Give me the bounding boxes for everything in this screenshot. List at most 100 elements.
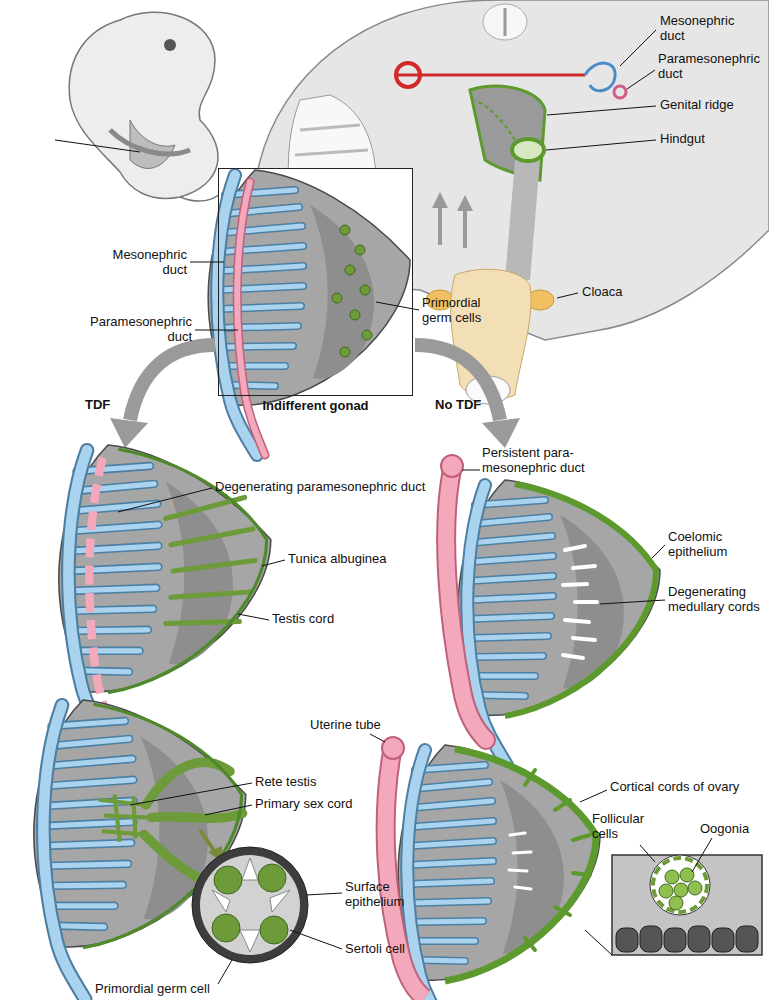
illustration-part bbox=[166, 498, 255, 624]
illustration-part bbox=[432, 192, 448, 208]
illustration-part bbox=[212, 914, 240, 942]
illustration-part bbox=[195, 330, 238, 331]
illustration-part bbox=[130, 120, 175, 168]
illustration-part bbox=[340, 347, 350, 357]
pathway-arrows bbox=[110, 345, 520, 448]
illustration-part bbox=[659, 868, 702, 910]
part-label: Paramesonephric duct bbox=[658, 52, 764, 82]
part-label: Uterine tube bbox=[310, 718, 381, 733]
illustration-part bbox=[218, 960, 232, 984]
illustration-part bbox=[659, 884, 673, 898]
part-label: Mesonephric duct bbox=[105, 248, 187, 278]
heading-label: Indifferent gonad bbox=[199, 398, 432, 413]
part-label: Cloaca bbox=[582, 285, 622, 300]
illustration-part bbox=[483, 4, 527, 40]
illustration-part bbox=[640, 845, 655, 862]
ovary-early-detail bbox=[505, 484, 656, 716]
illustration-part bbox=[350, 310, 360, 320]
illustration-part bbox=[110, 130, 190, 154]
illustration-part bbox=[600, 600, 665, 604]
indifferent-gonad-detail bbox=[237, 182, 372, 455]
part-label: Persistent para- mesonephric duct bbox=[482, 446, 590, 476]
illustration-part bbox=[692, 838, 712, 872]
illustration-part bbox=[505, 484, 656, 716]
illustration-part bbox=[620, 30, 656, 66]
illustration-part bbox=[509, 833, 531, 889]
illustration-part bbox=[482, 418, 520, 448]
leader-lines bbox=[118, 30, 712, 984]
part-label: Oogonia bbox=[700, 822, 749, 837]
pathway-label: No TDF bbox=[435, 398, 481, 413]
part-label: Surface epithelium bbox=[345, 880, 417, 910]
illustration-part bbox=[55, 140, 140, 152]
illustration-part bbox=[475, 100, 515, 140]
illustration-part bbox=[238, 614, 269, 620]
part-label: Paramesonephric duct bbox=[86, 315, 192, 345]
part-label: Coelomic epithelium bbox=[668, 530, 758, 560]
illustration-part bbox=[345, 265, 355, 275]
paramesonephric-duct bbox=[446, 470, 486, 740]
illustration-part bbox=[616, 928, 638, 952]
illustration-part bbox=[415, 345, 500, 420]
fimbria bbox=[382, 737, 404, 759]
illustration-part bbox=[340, 225, 350, 235]
illustration-part bbox=[237, 182, 265, 455]
pathway-label: TDF bbox=[85, 398, 110, 413]
illustration-part bbox=[445, 749, 596, 981]
ovary-late bbox=[398, 745, 600, 1000]
illustration-part bbox=[614, 86, 626, 98]
part-label: Tunica albuginea bbox=[288, 552, 387, 567]
illustration-part bbox=[360, 285, 370, 295]
illustration-part bbox=[214, 866, 242, 894]
inset-frame: Indifferent gonad bbox=[218, 168, 413, 396]
illustration-part bbox=[712, 928, 734, 952]
illustration-part bbox=[362, 330, 372, 340]
part-label: Cortical cords of ovary bbox=[610, 780, 739, 795]
part-label: Primordial germ cells bbox=[422, 296, 497, 326]
sex-cord-section bbox=[192, 847, 308, 963]
paramesonephric-duct bbox=[446, 470, 486, 740]
illustration-part bbox=[457, 195, 473, 211]
illustration-part bbox=[665, 870, 679, 884]
testis-late bbox=[34, 700, 246, 999]
part-label: Sertoli cell bbox=[345, 942, 405, 957]
illustration-part bbox=[164, 39, 176, 51]
illustration-part bbox=[258, 864, 286, 892]
embryo-sketch bbox=[55, 12, 225, 201]
part-label: Primordial germ cell bbox=[95, 982, 210, 997]
ovary-early bbox=[458, 480, 660, 765]
fimbria bbox=[441, 455, 463, 477]
illustration-part bbox=[736, 926, 758, 952]
illustration-part bbox=[674, 883, 688, 897]
illustration-part bbox=[69, 12, 218, 198]
illustration-part bbox=[664, 928, 686, 952]
illustration-part bbox=[212, 858, 290, 952]
illustration-part bbox=[260, 916, 288, 944]
illustration-part bbox=[118, 488, 212, 512]
part-label: Degenerating medullary cords bbox=[668, 585, 764, 615]
part-label: Primary sex cord bbox=[255, 797, 353, 812]
part-label: Genital ridge bbox=[660, 98, 734, 113]
illustration-part bbox=[585, 930, 612, 955]
illustration-part bbox=[688, 881, 702, 895]
illustration-part bbox=[505, 160, 540, 280]
illustration-part bbox=[130, 783, 252, 805]
illustration-part bbox=[627, 70, 655, 89]
illustration-part bbox=[652, 545, 665, 558]
part-label: Degenerating paramesonephric duct bbox=[215, 480, 425, 495]
ovary-late-detail bbox=[445, 749, 596, 981]
illustration-part bbox=[546, 140, 656, 150]
illustration-part bbox=[192, 847, 308, 963]
illustration-part bbox=[355, 245, 365, 255]
illustration-part bbox=[440, 205, 465, 248]
illustration-part bbox=[110, 418, 148, 448]
illustration-part bbox=[563, 546, 597, 658]
illustration-part bbox=[650, 855, 710, 915]
illustration-part bbox=[262, 560, 285, 566]
illustration-part bbox=[680, 868, 694, 882]
illustration-part bbox=[332, 225, 372, 357]
illustration-part bbox=[640, 926, 662, 952]
uterine-tube-shape bbox=[386, 752, 425, 998]
